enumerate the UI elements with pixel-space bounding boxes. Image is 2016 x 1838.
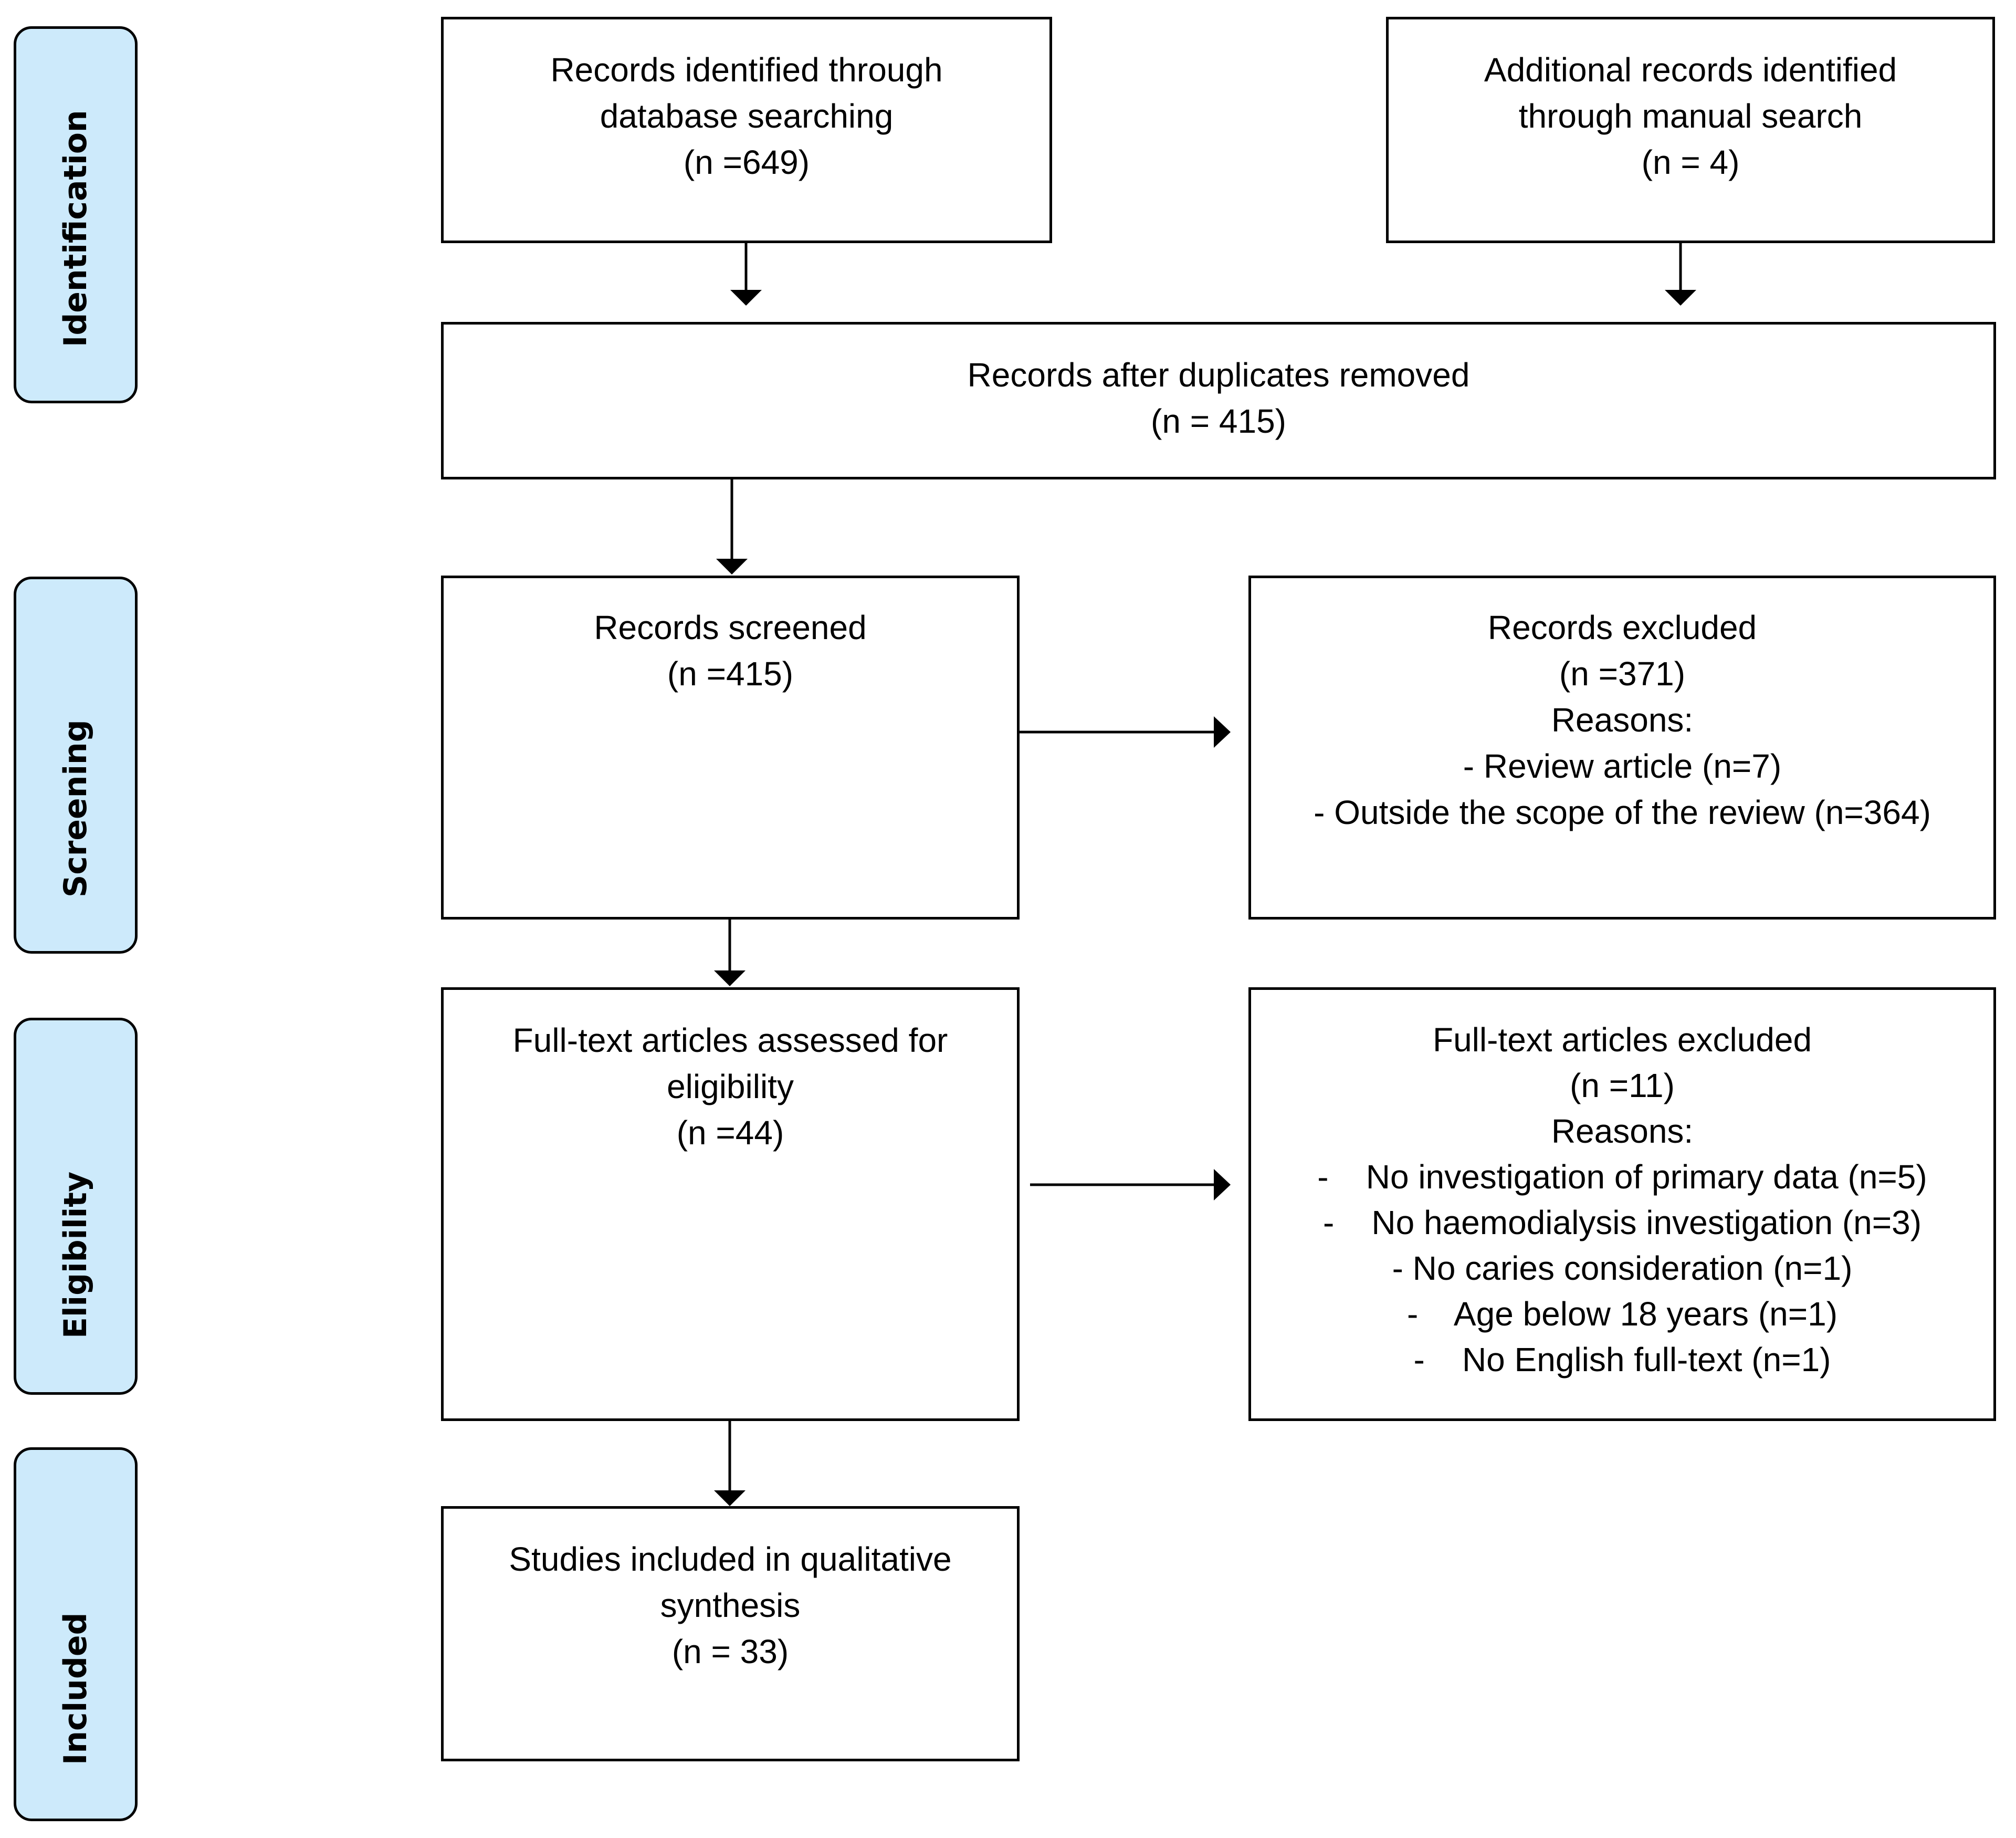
- box-line: (n =44): [676, 1114, 784, 1152]
- box-duplicates-removed: Records after duplicates removed (n = 41…: [441, 322, 1996, 479]
- box-line: through manual search: [1518, 97, 1863, 135]
- box-line: Full-text articles assessed for: [512, 1021, 948, 1059]
- box-line: (n =371): [1559, 655, 1686, 693]
- box-line: Additional records identified: [1484, 51, 1897, 89]
- box-line: - Outside the scope of the review (n=364…: [1314, 793, 1931, 831]
- arrowhead-included: [714, 1490, 746, 1506]
- stage-included: Included: [14, 1447, 138, 1821]
- box-line: - Age below 18 years (n=1): [1407, 1295, 1838, 1333]
- stage-identification-label: Identification: [57, 110, 94, 347]
- box-line: (n =415): [667, 655, 794, 693]
- box-line: (n = 33): [671, 1633, 789, 1670]
- box-fulltext-excluded: Full-text articles excluded (n =11) Reas…: [1248, 987, 1996, 1421]
- arrowhead-database: [730, 290, 762, 306]
- box-line: - No caries consideration (n=1): [1392, 1249, 1853, 1287]
- arrowhead-excluded: [1214, 716, 1231, 748]
- box-line: Records screened: [594, 609, 867, 646]
- box-line: Records identified through: [550, 51, 943, 89]
- stage-screening: Screening: [14, 577, 138, 954]
- box-line: Studies included in qualitative: [509, 1540, 952, 1578]
- box-line: - Review article (n=7): [1463, 747, 1782, 785]
- box-line: - No haemodialysis investigation (n=3): [1322, 1204, 1922, 1241]
- arrowhead-fulltext-excluded: [1214, 1169, 1231, 1200]
- box-line: (n =649): [683, 143, 810, 181]
- stage-screening-label: Screening: [57, 719, 94, 897]
- box-line: Reasons:: [1551, 1112, 1694, 1150]
- box-records-excluded: Records excluded (n =371) Reasons: - Rev…: [1248, 576, 1996, 920]
- box-line: Full-text articles excluded: [1432, 1021, 1812, 1059]
- stage-eligibility: Eligibility: [14, 1018, 138, 1395]
- arrowhead-screened: [716, 559, 748, 575]
- box-line: eligibility: [667, 1068, 794, 1105]
- box-line: synthesis: [660, 1586, 801, 1624]
- box-line: - No English full-text (n=1): [1413, 1341, 1831, 1378]
- box-line: Records excluded: [1487, 609, 1757, 646]
- box-included-studies: Studies included in qualitative synthesi…: [441, 1506, 1020, 1761]
- box-line: (n = 415): [1151, 402, 1286, 440]
- arrowhead-manual: [1665, 290, 1696, 306]
- stage-included-label: Included: [57, 1612, 94, 1765]
- box-fulltext-assessed: Full-text articles assessed for eligibil…: [441, 987, 1020, 1421]
- arrowhead-fulltext: [714, 970, 746, 986]
- box-database-search: Records identified through database sear…: [441, 17, 1052, 243]
- box-line: Records after duplicates removed: [967, 356, 1470, 394]
- box-line: Reasons:: [1551, 701, 1694, 739]
- stage-eligibility-label: Eligibility: [57, 1171, 94, 1339]
- box-line: (n = 4): [1641, 143, 1740, 181]
- box-line: (n =11): [1570, 1067, 1675, 1104]
- box-records-screened: Records screened (n =415): [441, 576, 1020, 920]
- stage-identification: Identification: [14, 26, 138, 403]
- box-manual-search: Additional records identified through ma…: [1386, 17, 1995, 243]
- box-line: - No investigation of primary data (n=5): [1317, 1158, 1927, 1196]
- box-line: database searching: [600, 97, 894, 135]
